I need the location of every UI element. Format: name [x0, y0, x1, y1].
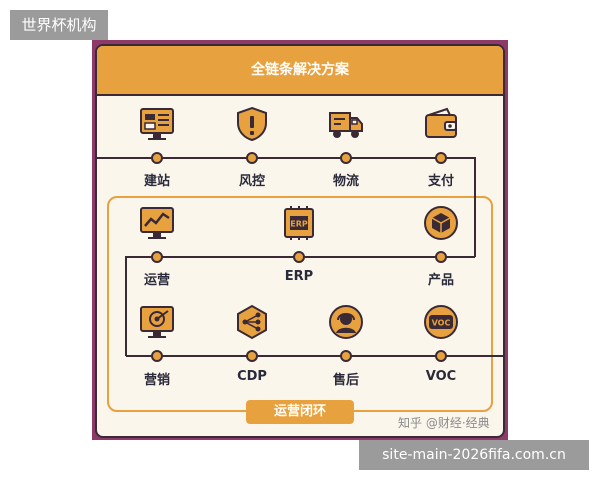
shield-alert-icon — [237, 106, 267, 142]
customer-service-icon — [329, 305, 363, 339]
node-dot-website — [151, 152, 163, 164]
node-dot-payment — [435, 152, 447, 164]
node-label-after-sales: 售后 — [332, 373, 359, 388]
node-dot-logistics — [340, 152, 352, 164]
node-label-voc: VOC — [425, 369, 457, 384]
node-label-website: 建站 — [143, 174, 170, 189]
node-label-marketing: 营销 — [143, 373, 170, 388]
delivery-truck-icon — [329, 112, 363, 138]
target-monitor-icon — [140, 306, 174, 338]
svg-text:VOC: VOC — [432, 319, 451, 328]
flow-line-row2 — [125, 256, 475, 356]
wallet-icon — [425, 107, 457, 138]
node-label-cdp: CDP — [237, 369, 267, 384]
operation-loop-label: 运营闭环 — [246, 400, 354, 424]
product-box-icon — [424, 206, 458, 240]
diagram-title: 全链条解决方案 — [97, 46, 503, 96]
node-dot-marketing — [151, 350, 163, 362]
svg-text:ERP: ERP — [290, 220, 308, 229]
data-hexagon-icon — [237, 304, 267, 340]
node-dot-cdp — [246, 350, 258, 362]
watermark-top: 世界杯机构 — [10, 10, 108, 40]
source-credit: 知乎 @财经·经典 — [398, 416, 490, 430]
watermark-bottom: site-main-2026fifa.com.cn — [359, 440, 589, 470]
node-label-risk: 风控 — [238, 174, 265, 189]
analytics-monitor-icon — [140, 207, 174, 239]
node-dot-operations — [151, 251, 163, 263]
node-label-erp: ERP — [284, 269, 314, 284]
node-label-payment: 支付 — [427, 174, 454, 189]
node-dot-risk — [246, 152, 258, 164]
node-label-product: 产品 — [427, 273, 454, 288]
node-dot-voc — [435, 350, 447, 362]
node-label-logistics: 物流 — [332, 174, 359, 189]
website-monitor-icon — [140, 108, 174, 140]
diagram-card: 全链条解决方案 — [95, 44, 505, 438]
node-dot-after-sales — [340, 350, 352, 362]
node-dot-product — [435, 251, 447, 263]
voc-chat-icon: VOC — [424, 305, 458, 339]
node-label-operations: 运营 — [143, 273, 170, 288]
erp-chip-icon: ERP — [284, 206, 314, 240]
node-dot-erp — [293, 251, 305, 263]
flow-line-row1 — [97, 157, 476, 257]
